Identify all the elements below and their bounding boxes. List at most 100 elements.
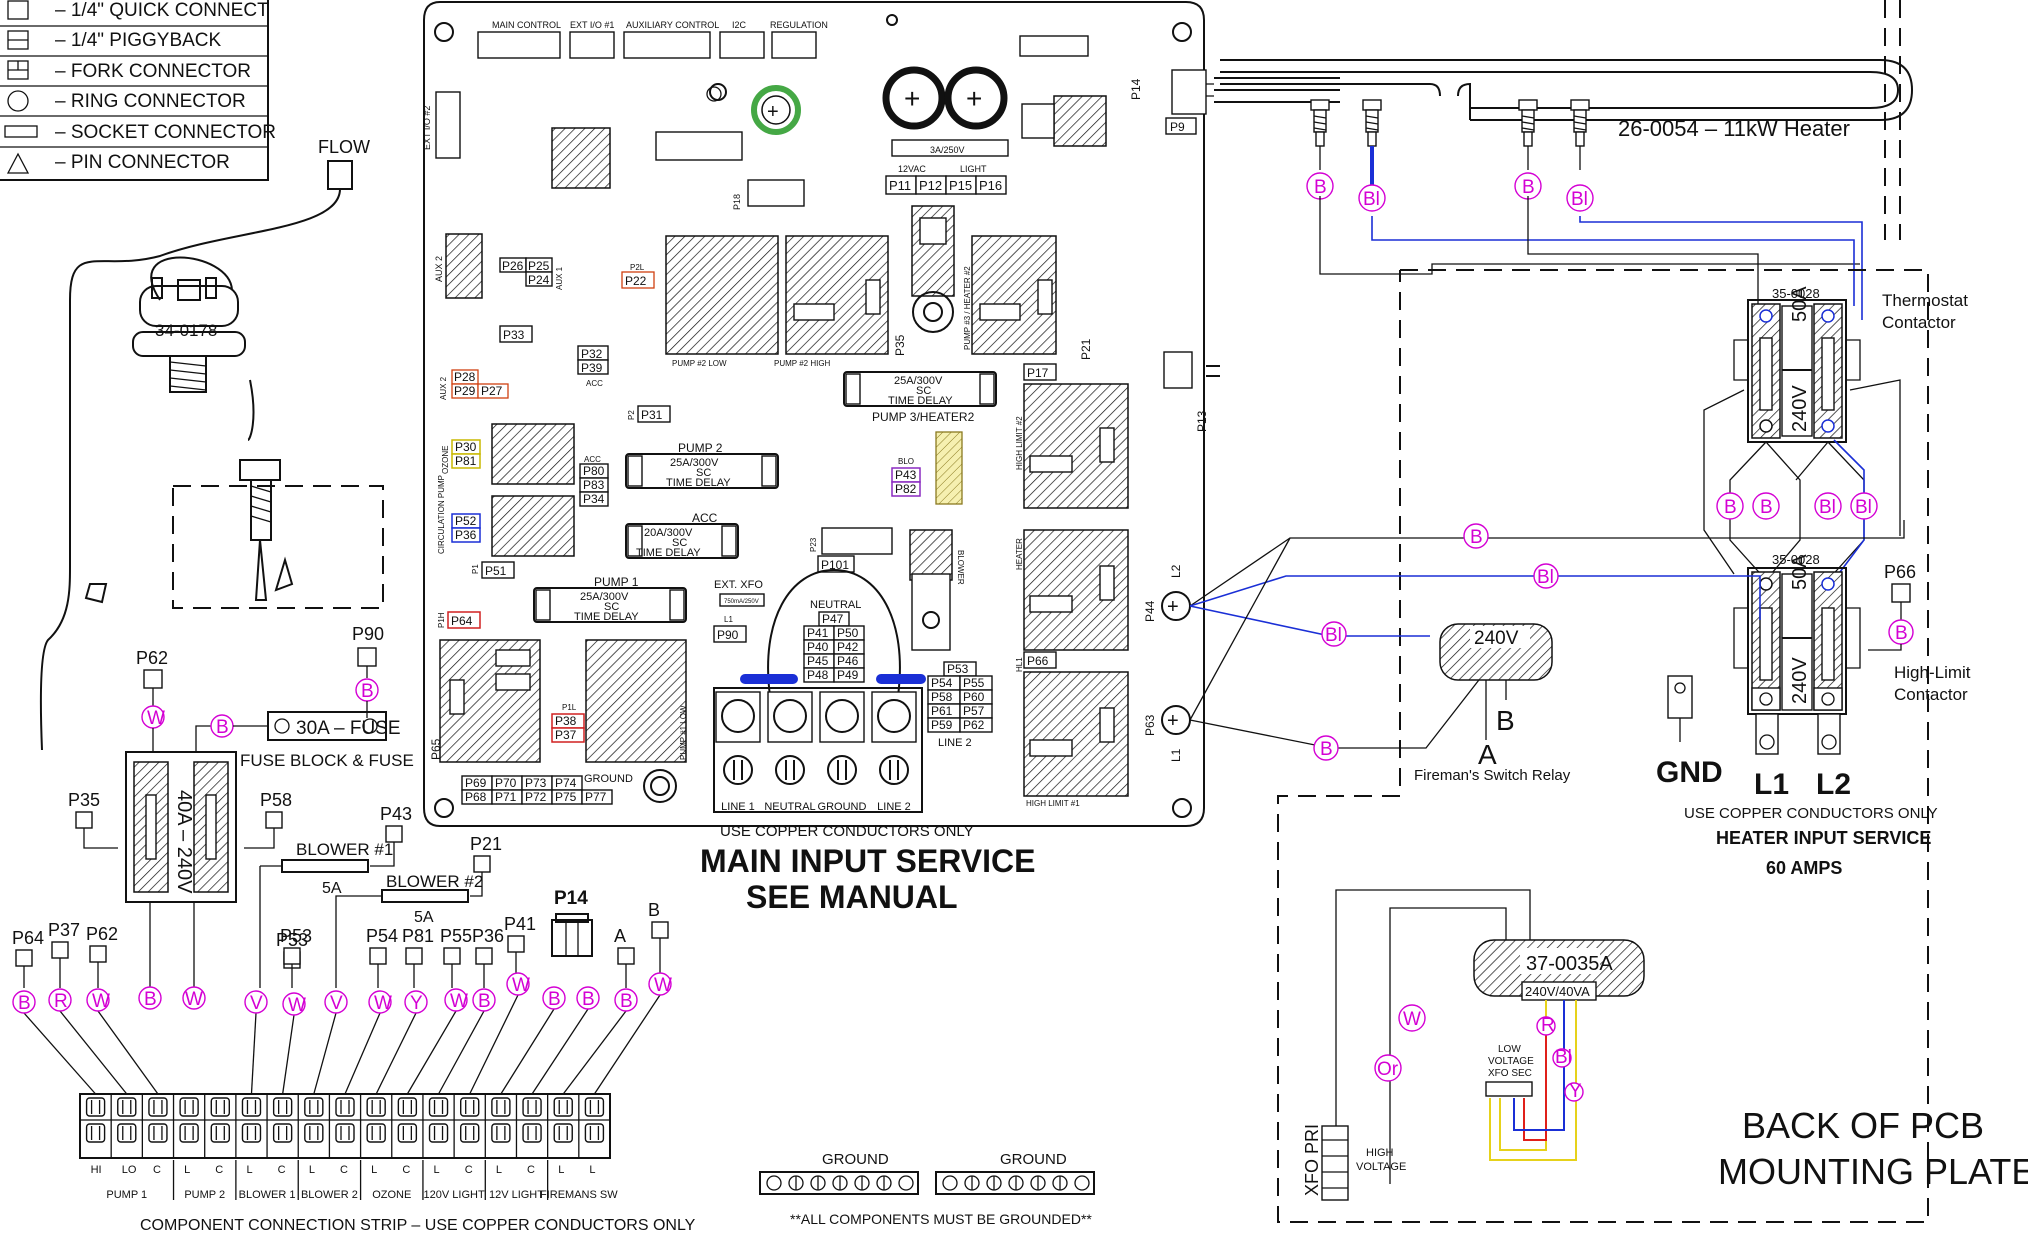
heater-copper: USE COPPER CONDUCTORS ONLY <box>1684 805 1938 822</box>
strip-screw <box>460 1097 480 1117</box>
flow-label: FLOW <box>318 137 370 157</box>
pin-label: P38 <box>555 714 577 728</box>
p21-tag: P21 <box>470 834 502 854</box>
wire-code: B <box>1470 527 1483 548</box>
aux1-label: AUX 1 <box>555 266 564 290</box>
strip-caption: COMPONENT CONNECTION STRIP – USE COPPER … <box>140 1217 696 1233</box>
pin-label: P53 <box>947 662 969 676</box>
terminal-label: HI <box>91 1164 102 1176</box>
strip-screw <box>179 1097 199 1117</box>
pin-label: P37 <box>555 728 577 742</box>
wire-code: Bl <box>1363 189 1380 210</box>
blower-fuses: P43 BLOWER #1 5A P21 BLOWER #2 5A P53 P1… <box>259 804 593 988</box>
wire-code: B <box>620 991 633 1012</box>
terminal-label: C <box>340 1164 348 1176</box>
strip-screw <box>366 1123 386 1143</box>
strip-group: BLOWER 1 <box>239 1189 296 1201</box>
pin-label: P60 <box>963 690 985 704</box>
highlimit-contactor: Contactor <box>1894 685 1968 704</box>
header-label: REGULATION <box>770 20 828 30</box>
p1-label: P1 <box>471 564 480 574</box>
terminal-label: L <box>589 1164 595 1176</box>
plus-icon: + <box>904 83 920 114</box>
wire-code: Bl <box>1819 497 1836 518</box>
p14-tag: P14 <box>554 888 588 909</box>
strip-tag: P37 <box>48 920 80 940</box>
pin-label: P45 <box>807 654 829 668</box>
terminal-label: L <box>184 1164 190 1176</box>
terminal-name: GROUND <box>818 801 867 813</box>
terminal-label: C <box>527 1164 535 1176</box>
blower1-label: BLOWER #1 <box>296 840 393 859</box>
header-label: I2C <box>732 20 747 30</box>
wire-code: W <box>512 975 530 996</box>
xfo-fuse: 750mA/250V <box>724 599 759 605</box>
low-voltage: LOW <box>1498 1044 1521 1055</box>
strip-tag: P64 <box>12 928 44 948</box>
pin-label: P68 <box>465 790 487 804</box>
p66-tag: P66 <box>1884 562 1916 582</box>
wire-code: B <box>582 989 595 1010</box>
strip-screw <box>584 1123 605 1143</box>
neutral-label: NEUTRAL <box>810 599 861 611</box>
wire-code: W <box>450 991 468 1012</box>
strip-group: BLOWER 2 <box>301 1189 358 1201</box>
fuse-text: SC <box>672 537 687 549</box>
plus-icon: + <box>1167 596 1179 618</box>
wire-code: W <box>374 993 392 1014</box>
pcb-board: MAIN CONTROL EXT I/O #1 AUXILIARY CONTRO… <box>422 0 1207 827</box>
fuse-text: TIME DELAY <box>888 395 953 407</box>
strip-group: OZONE <box>372 1189 411 1201</box>
heater-service: HEATER INPUT SERVICE <box>1716 828 1931 848</box>
wire-code: W <box>92 991 110 1012</box>
pump3-heater2-label: PUMP 3/HEATER2 <box>872 410 975 424</box>
pin-label: P39 <box>581 361 603 375</box>
fuse-text: TIME DELAY <box>574 611 639 623</box>
thermostat-contactor: Thermostat <box>1882 291 1968 310</box>
terminal-label: C <box>402 1164 410 1176</box>
strip-screw <box>117 1097 137 1117</box>
pin-label: P48 <box>807 668 829 682</box>
main-input-subtitle: SEE MANUAL <box>746 879 958 915</box>
header-label: MAIN CONTROL <box>492 20 561 30</box>
strip-group: 120V LIGHT <box>424 1189 485 1201</box>
hl1-label: HL1 <box>1015 657 1024 672</box>
p53-tag: P53 <box>276 930 308 950</box>
ground-label: GROUND <box>822 1151 889 1168</box>
pin-label: P34 <box>583 492 605 506</box>
pin-label: P42 <box>837 640 859 654</box>
p1l-label: P1L <box>562 703 577 712</box>
square-icon <box>7 0 29 20</box>
wire-code: B <box>1314 177 1327 198</box>
p1h-label: P1H <box>437 612 446 628</box>
wire-code: V <box>250 993 263 1014</box>
pin-label: P22 <box>625 274 647 288</box>
pin-label: P101 <box>821 558 849 572</box>
wire-code: Bl <box>1855 497 1872 518</box>
contactor-volt: 240V <box>1789 385 1811 432</box>
strip-screw <box>491 1123 511 1143</box>
fuse-text: SC <box>604 601 619 613</box>
contactor-volt: 240V <box>1789 657 1811 704</box>
wire-code: Or <box>1377 1059 1399 1080</box>
fireman-relay: + + P44 L2 P63 L1 240V A B Fireman's Swi… <box>1143 520 1905 784</box>
pin-label: P16 <box>979 178 1002 193</box>
pump3-side: PUMP #3 / HEATER #2 <box>963 266 972 350</box>
p43-tag: P43 <box>380 804 412 824</box>
wire-code: R <box>1541 1015 1555 1036</box>
strip-tag: P36 <box>472 926 504 946</box>
p14-side: P14 <box>1129 78 1143 100</box>
pin-label: P31 <box>641 408 663 422</box>
line2-label: LINE 2 <box>938 737 972 749</box>
heater-amps: 60 AMPS <box>1766 858 1842 878</box>
pin-label: P62 <box>963 718 985 732</box>
pump1-label: PUMP 1 <box>594 575 639 589</box>
wire-code: Y <box>1569 1081 1582 1102</box>
pin-label: P61 <box>931 704 953 718</box>
wire-code: B <box>1320 739 1333 760</box>
